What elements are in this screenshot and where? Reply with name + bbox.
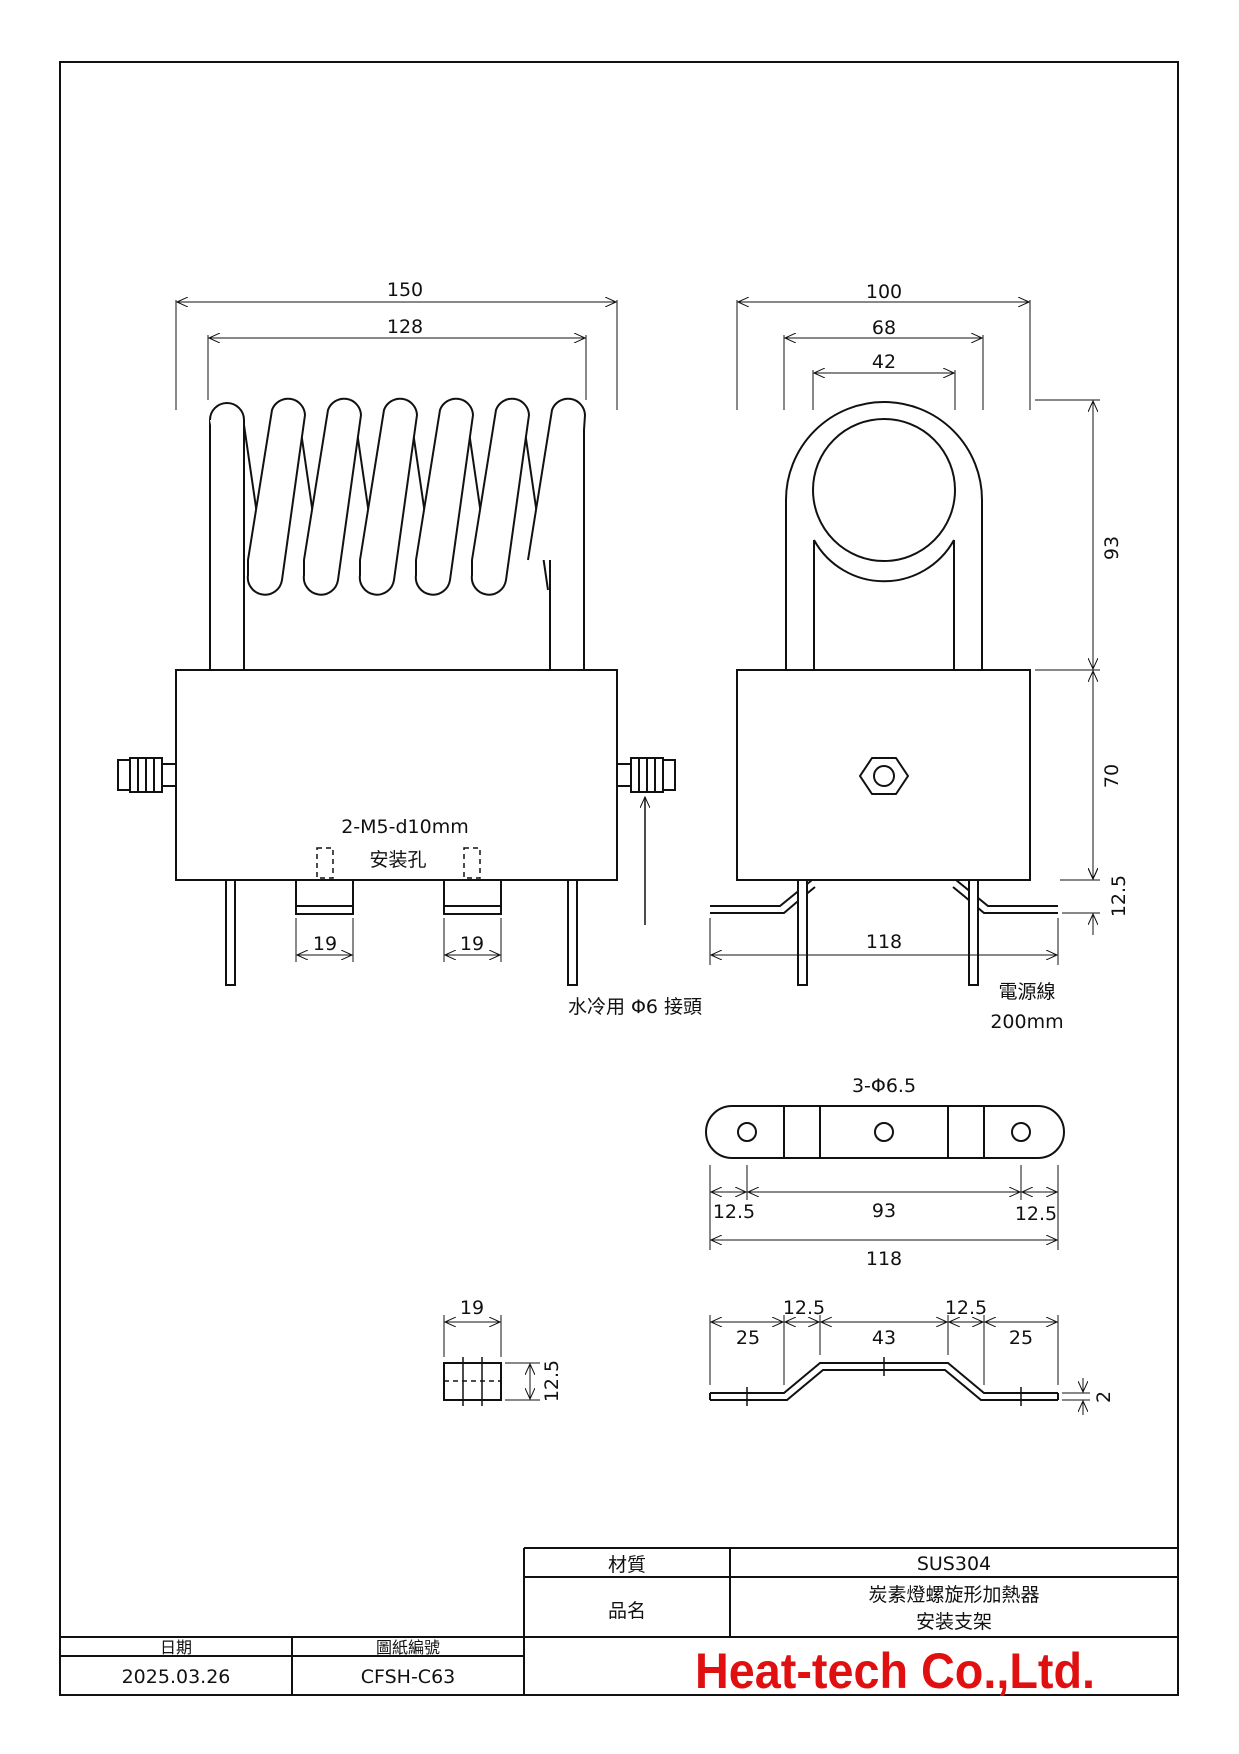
bracket-profile-view (709, 1315, 1090, 1415)
power-cable-label: 電源線 (998, 981, 1055, 1003)
mount-hole-center (874, 1122, 894, 1142)
water-fitting-right (616, 757, 676, 793)
dim-profile-right-slope-12-5: 12.5 (945, 1297, 987, 1319)
dim-side-outer-68: 68 (872, 317, 896, 339)
dim-box-height-70: 70 (1101, 764, 1123, 788)
dim-side-bracket-118: 118 (866, 931, 902, 953)
product-name-line2: 安装支架 (916, 1611, 992, 1633)
coil-side-outline (785, 401, 983, 670)
dim-side-inner-42: 42 (872, 351, 896, 373)
bracket-hole-spec: 3-Φ6.5 (852, 1075, 916, 1097)
title-block (60, 1547, 1178, 1695)
coil-inner-ring (812, 418, 956, 562)
drawing-no-label: 圖紙編號 (376, 1638, 440, 1657)
drawing-border (59, 61, 1179, 1696)
side-view (709, 300, 1100, 986)
bracket-plan-view (705, 1105, 1065, 1250)
dim-side-width-100: 100 (866, 281, 902, 303)
company-logo-text: Heat-tech Co.,Ltd. (695, 1643, 1095, 1699)
material-label: 材質 (608, 1554, 646, 1576)
dim-front-width-150: 150 (387, 279, 423, 301)
date-value: 2025.03.26 (122, 1666, 231, 1688)
dim-coil-height-93: 93 (1101, 536, 1123, 560)
dim-profile-left-flat-25: 25 (736, 1327, 760, 1349)
spacer-detail (443, 1315, 540, 1406)
dim-spacer-height-12-5: 12.5 (541, 1360, 563, 1402)
dim-spacer-width-19: 19 (460, 1297, 484, 1319)
product-name-line1: 炭素燈螺旋形加熱器 (868, 1584, 1039, 1606)
dim-plan-span-93: 93 (872, 1200, 896, 1222)
material-value: SUS304 (917, 1553, 991, 1575)
water-fitting-note: 水冷用 Φ6 接頭 (568, 996, 702, 1018)
water-fitting-left (117, 757, 177, 793)
dim-bracket-left-19: 19 (313, 933, 337, 955)
dim-profile-left-slope-12-5: 12.5 (783, 1297, 825, 1319)
dim-profile-center-43: 43 (872, 1327, 896, 1349)
front-view (117, 300, 676, 986)
cable-gland-nut (858, 757, 910, 795)
product-label: 品名 (608, 1600, 646, 1622)
dim-front-coil-128: 128 (387, 316, 423, 338)
heater-body-side (736, 669, 1031, 881)
mount-hole-spec: 2-M5-d10mm (341, 816, 469, 838)
drawing-no-value: CFSH-C63 (361, 1666, 456, 1688)
dim-foot-height-12-5: 12.5 (1108, 875, 1130, 917)
mount-hole-left (737, 1122, 757, 1142)
dim-profile-thickness-2: 2 (1093, 1391, 1115, 1403)
mount-hole-label: 安装孔 (369, 849, 426, 871)
dim-bracket-right-19: 19 (460, 933, 484, 955)
bracket-plate (705, 1105, 1065, 1159)
mount-hole-right (1011, 1122, 1031, 1142)
dim-plan-left-12-5: 12.5 (713, 1201, 755, 1223)
power-cable-length: 200mm (990, 1011, 1063, 1033)
dim-profile-right-flat-25: 25 (1009, 1327, 1033, 1349)
date-label: 日期 (160, 1638, 192, 1657)
heater-body-front (175, 669, 618, 881)
dim-plan-total-118: 118 (866, 1248, 902, 1270)
dim-plan-right-12-5: 12.5 (1015, 1203, 1057, 1225)
heater-coil (209, 397, 587, 600)
